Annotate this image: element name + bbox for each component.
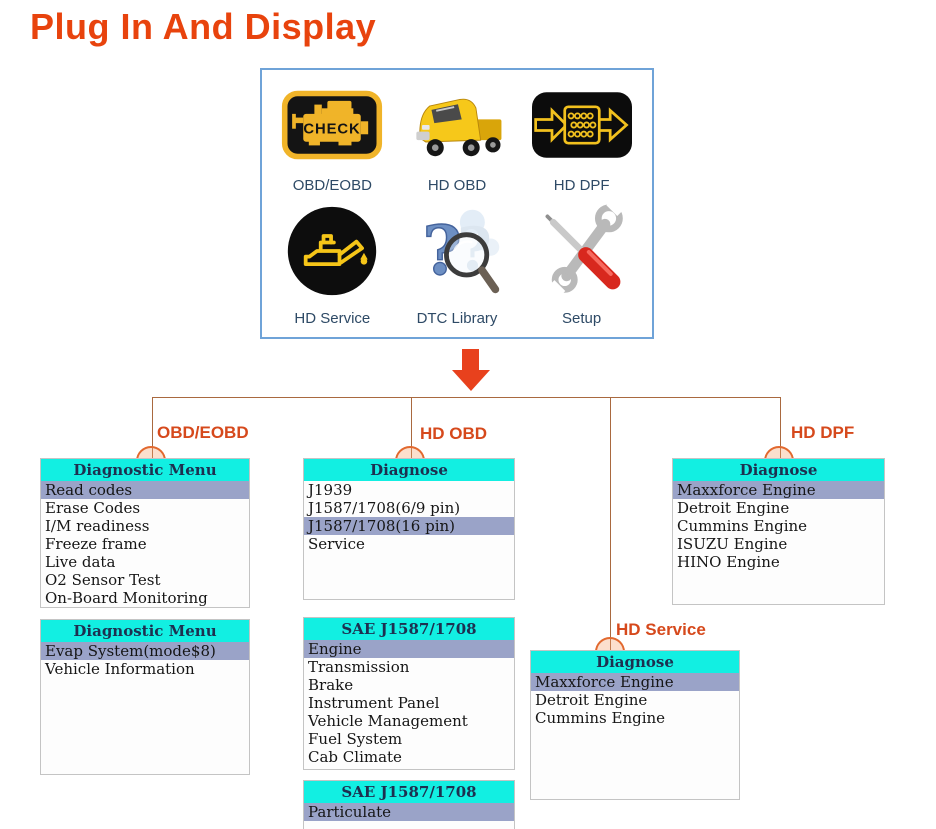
launcher-tile-dtc-library[interactable]: ? ? DTC Library [395,194,520,327]
question-magnifier-icon: ? ? [409,194,505,307]
menu-list: Particulate [304,803,514,821]
panel-header: Diagnose [531,651,739,673]
tree-branch-line-obd [152,397,153,461]
tile-label: OBD/EOBD [292,177,372,195]
launcher-tile-hd-obd[interactable]: HD OBD [395,76,520,194]
menu-item[interactable]: Particulate [304,803,514,821]
tile-label: DTC Library [416,310,498,327]
menu-item[interactable]: O2 Sensor Test [45,571,161,589]
menu-item[interactable]: Maxxforce Engine [531,673,739,691]
panel-header: Diagnostic Menu [41,459,249,481]
dpf-filter-icon [531,76,632,174]
tree-branch-line-hd-dpf [780,397,781,461]
tree-branch-line-hd-service [610,397,611,653]
menu-item[interactable]: J1939 [308,481,353,499]
menu-item[interactable]: Service [308,535,365,553]
panel-header: SAE J1587/1708 [304,781,514,803]
truck-icon [405,76,509,174]
tools-icon [534,194,630,307]
menu-item[interactable]: ISUZU Engine [677,535,788,553]
menu-item[interactable]: Cummins Engine [677,517,808,535]
menu-item[interactable]: Live data [45,553,116,571]
check-engine-icon: CHECK [281,76,383,174]
menu-item[interactable]: Erase Codes [45,499,141,517]
launcher-tile-hd-dpf[interactable]: HD DPF [519,76,644,194]
menu-item[interactable]: Vehicle Management [308,712,468,730]
page-title: Plug In And Display [30,6,377,47]
panel-header: Diagnose [673,459,884,481]
tile-label: HD OBD [427,177,487,195]
launcher-tile-hd-service[interactable]: HD Service [270,194,395,327]
branch-label-hd-dpf: HD DPF [791,423,855,442]
tree-branch-line-hd-obd [411,397,412,461]
down-arrow-icon [462,349,479,372]
branch-label-hd-obd: HD OBD [420,424,488,443]
menu-item[interactable]: Instrument Panel [308,694,440,712]
menu-item[interactable]: Cab Climate [308,748,402,766]
menu-item[interactable]: J1587/1708(16 pin) [304,517,514,535]
branch-label-obd-eobd: OBD/EOBD [157,423,249,442]
menu-item[interactable]: Vehicle Information [45,660,195,678]
menu-item[interactable]: Read codes [41,481,249,499]
menu-item[interactable]: Cummins Engine [535,709,666,727]
menu-item[interactable]: Fuel System [308,730,403,748]
panel-header: SAE J1587/1708 [304,618,514,640]
menu-list: Evap System(mode$8)Vehicle Information [41,642,249,678]
menu-item[interactable]: Detroit Engine [535,691,648,709]
menu-item[interactable]: Maxxforce Engine [673,481,884,499]
panel-header: Diagnose [304,459,514,481]
tile-label: Setup [562,310,602,327]
launcher-tile-setup[interactable]: Setup [519,194,644,327]
svg-text:CHECK: CHECK [304,122,361,138]
menu-item[interactable]: I/M readiness [45,517,150,535]
menu-item[interactable]: HINO Engine [677,553,780,571]
tree-horizontal-line [152,397,781,398]
tile-label: HD Service [294,310,371,327]
menu-item[interactable]: Engine [304,640,514,658]
menu-item[interactable]: Freeze frame [45,535,147,553]
panel-obd-diagnostic-menu-2: Diagnostic Menu Evap System(mode$8)Vehic… [40,619,250,775]
launcher-tile-obd-eobd[interactable]: CHECK OBD/EOBD [270,76,395,194]
branch-label-hd-service: HD Service [616,620,706,639]
panel-sae-j1587-1708-particulate: SAE J1587/1708 Particulate [303,780,515,829]
menu-item[interactable]: J1587/1708(6/9 pin) [308,499,461,517]
menu-item[interactable]: Evap System(mode$8) [41,642,249,660]
menu-item[interactable]: On-Board Monitoring [45,589,208,607]
menu-item[interactable]: Detroit Engine [677,499,790,517]
panel-header: Diagnostic Menu [41,620,249,642]
menu-item[interactable]: Brake [308,676,354,694]
menu-item[interactable]: Transmission [308,658,410,676]
device-main-menu: CHECK OBD/EOBD HD OBD [260,68,654,339]
tile-label: HD DPF [553,177,610,195]
down-arrow-icon [452,370,490,391]
oil-can-icon [285,194,379,307]
